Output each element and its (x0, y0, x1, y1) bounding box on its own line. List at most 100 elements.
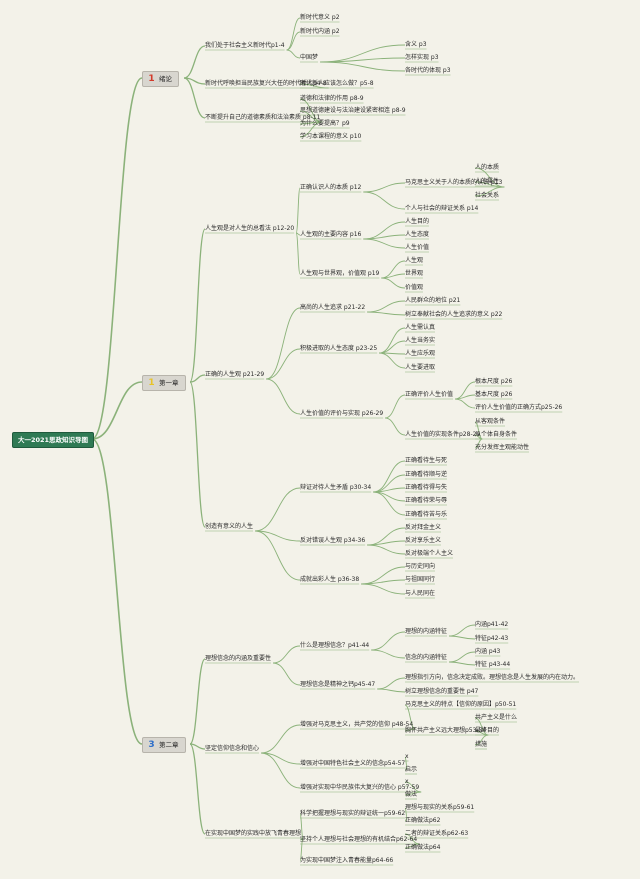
chapter-node-1[interactable]: 1 第一章 (142, 375, 186, 391)
chapter-node-intro[interactable]: 1 绪论 (142, 71, 179, 87)
topic-node-level-3[interactable]: 人生应乐观 (405, 350, 436, 357)
topic-node-level-4[interactable]: 最终目的 (475, 727, 500, 734)
topic-node-level-1[interactable]: 不断提升自己的道德素质和法治素质 p8-11 (205, 114, 321, 121)
topic-node-level-2[interactable]: 增强对马克思主义，共产党的信仰 p48-54 (300, 721, 414, 728)
topic-node-level-2[interactable]: 辩证对待人生矛盾 p30-34 (300, 484, 372, 491)
topic-node-level-1[interactable]: 人生观是对人生的总看法 p12-20 (205, 225, 295, 232)
topic-node-level-3[interactable]: 马克思主义关于人的本质的认识 p13 (405, 179, 503, 186)
topic-node-level-2[interactable]: 增强对实现中华民族伟大复兴的信心 p57-59 (300, 784, 420, 791)
topic-node-level-1[interactable]: 理想信念的内涵及重要性 (205, 655, 272, 662)
topic-node-level-3[interactable]: 人生价值 (405, 244, 430, 251)
topic-node-level-2[interactable]: 科学把握理想与现实的辩证统一p59-62 (300, 810, 406, 817)
topic-node-level-3[interactable]: x (405, 778, 409, 785)
topic-node-level-2[interactable]: 道德和法律的作用 p8-9 (300, 95, 364, 102)
topic-node-level-2[interactable]: 理想信念是精神之钙p45-47 (300, 681, 376, 688)
topic-node-level-4[interactable]: 措施 (475, 741, 488, 748)
topic-node-level-2[interactable]: 为实现中国梦注入青春能量p64-66 (300, 857, 394, 864)
topic-node-level-2[interactable]: 坚持个人理想与社会理想的有机结合p62-64 (300, 836, 418, 843)
topic-node-level-4[interactable]: 评价人生价值的正确方式p25-26 (475, 404, 563, 411)
topic-node-level-3[interactable]: 个人与社会的辩证关系 p14 (405, 205, 479, 212)
topic-node-level-3[interactable]: x (405, 753, 409, 760)
topic-node-level-3[interactable]: 人生观 (405, 257, 424, 264)
topic-node-level-4[interactable]: 充分发挥主观能动性 (475, 444, 530, 451)
topic-node-level-3[interactable]: 正确看待荣与辱 (405, 497, 448, 504)
topic-node-level-1[interactable]: 坚定信仰信念和信心 (205, 745, 260, 752)
topic-node-level-2[interactable]: 人生观的主要内容 p16 (300, 231, 362, 238)
topic-node-level-3[interactable]: 树立理想信念的重要性 p47 (405, 688, 479, 695)
topic-node-level-3[interactable]: 与人民同在 (405, 590, 436, 597)
topic-node-level-3[interactable]: 与祖国同行 (405, 576, 436, 583)
topic-node-level-3[interactable]: 各时代的体现 p3 (405, 67, 451, 74)
topic-node-level-3[interactable]: 人生价值的实现条件p28-29 (405, 431, 481, 438)
chapter-node-2[interactable]: 3 第二章 (142, 737, 186, 753)
topic-node-level-2[interactable]: 人生价值的评价与实现 p26-29 (300, 410, 384, 417)
topic-node-level-1[interactable]: 我们处于社会主义新时代p1-4 (205, 42, 285, 49)
topic-node-level-1[interactable]: 新时代呼唤担当民族复兴大任的时代新人p4-8 (205, 80, 327, 87)
topic-node-level-4[interactable]: 从客观条件 (475, 418, 506, 425)
topic-node-level-2[interactable]: 人生观与世界观，价值观 p19 (300, 270, 380, 277)
topic-node-level-3[interactable]: 正确看待得与失 (405, 484, 448, 491)
topic-node-level-2[interactable]: 什么是理想信念？p41-44 (300, 642, 370, 649)
topic-node-level-3[interactable]: 人生目的 (405, 218, 430, 225)
topic-node-level-2[interactable]: 学习本课程的意义 p10 (300, 133, 362, 140)
topic-node-level-3[interactable]: 正确看待生与死 (405, 457, 448, 464)
topic-node-level-3[interactable]: 反对享乐主义 (405, 537, 442, 544)
topic-node-level-3[interactable]: 理想与现实的关系p59-61 (405, 804, 475, 811)
topic-node-level-3[interactable]: 启示 (405, 766, 418, 773)
topic-node-level-2[interactable]: 中国梦 (300, 54, 319, 61)
topic-node-level-3[interactable]: 正确看待苦与乐 (405, 511, 448, 518)
topic-node-level-2[interactable]: 成就出彩人生 p36-38 (300, 576, 360, 583)
topic-node-level-3[interactable]: 人生需认真 (405, 324, 436, 331)
topic-node-level-3[interactable]: 马克思主义的特点【信仰的原因】p50-51 (405, 701, 517, 708)
topic-node-level-4[interactable]: 内涵p41-42 (475, 621, 509, 628)
topic-node-level-4[interactable]: 人的本质 (475, 164, 500, 171)
topic-node-level-3[interactable]: 反对拜金主义 (405, 524, 442, 531)
topic-node-level-4[interactable]: 人的属性 (475, 178, 500, 185)
topic-node-level-3[interactable]: 信念的内涵特征 (405, 654, 448, 661)
topic-node-level-3[interactable]: 正确评价人生价值 (405, 391, 454, 398)
topic-node-level-2[interactable]: 正确认识人的本质 p12 (300, 184, 362, 191)
topic-node-level-3[interactable]: 做法 (405, 791, 418, 798)
topic-node-level-4[interactable]: 特征 p43-44 (475, 661, 511, 668)
topic-node-level-4[interactable]: 内涵 p43 (475, 648, 501, 655)
topic-node-level-3[interactable]: 理想的内涵特征 (405, 628, 448, 635)
topic-node-level-2[interactable]: 为什么要提高？p9 (300, 120, 350, 127)
topic-node-level-3[interactable]: 世界观 (405, 270, 424, 277)
topic-node-level-2[interactable]: 时代新人应该怎么做？p5-8 (300, 80, 374, 87)
topic-node-level-4[interactable]: 社会关系 (475, 192, 500, 199)
topic-node-level-3[interactable]: 人生要进取 (405, 364, 436, 371)
topic-node-level-3[interactable]: 胸怀共产主义远大理想p53-54 (405, 727, 487, 734)
topic-node-level-4[interactable]: 特征p42-43 (475, 635, 509, 642)
topic-node-level-1[interactable]: 正确的人生观 p21-29 (205, 371, 265, 378)
topic-node-level-2[interactable]: 新时代内涵 p2 (300, 28, 340, 35)
topic-node-level-1[interactable]: 在实现中国梦的实践中放飞青春理想 (205, 830, 302, 837)
topic-node-level-2[interactable]: 增强对中国特色社会主义的信念p54-57 (300, 760, 406, 767)
topic-node-level-4[interactable]: 基本尺度 p26 (475, 391, 513, 398)
connector-line (454, 381, 476, 400)
topic-node-level-2[interactable]: 反对错误人生观 p34-36 (300, 537, 366, 544)
topic-node-level-2[interactable]: 思想道德建设与法治建设紧密相连 p8-9 (300, 107, 406, 114)
topic-node-level-1[interactable]: 创造有意义的人生 (205, 523, 254, 530)
topic-node-level-3[interactable]: 正确看待顺与逆 (405, 471, 448, 478)
topic-node-level-3[interactable]: 正确做法p62 (405, 817, 441, 824)
topic-node-level-3[interactable]: 理想指引方向，信念决定成败。理想信念是人生发展的内在动力。 (405, 674, 580, 681)
topic-node-level-3[interactable]: 反对极端个人主义 (405, 550, 454, 557)
topic-node-level-3[interactable]: 价值观 (405, 284, 424, 291)
topic-node-level-2[interactable]: 积极进取的人生态度 p23-25 (300, 345, 378, 352)
topic-node-level-3[interactable]: 怎样实现 p3 (405, 54, 439, 61)
topic-node-level-3[interactable]: 人民群众的地位 p21 (405, 297, 461, 304)
connector-line (367, 527, 406, 546)
topic-node-level-4[interactable]: 共产主义是什么 (475, 714, 518, 721)
topic-node-level-3[interactable]: 人生当务实 (405, 337, 436, 344)
topic-node-level-3[interactable]: 人生态度 (405, 231, 430, 238)
topic-node-level-3[interactable]: 含义 p3 (405, 41, 427, 48)
topic-node-level-3[interactable]: 与历史同向 (405, 563, 436, 570)
topic-node-level-2[interactable]: 新时代意义 p2 (300, 14, 340, 21)
topic-node-level-4[interactable]: 根本尺度 p26 (475, 378, 513, 385)
topic-node-level-3[interactable]: 二者的辩证关系p62-63 (405, 830, 469, 837)
root-node[interactable]: 大一2021思政知识导图 (12, 432, 94, 448)
topic-node-level-2[interactable]: 高尚的人生追求 p21-22 (300, 304, 366, 311)
topic-node-level-4[interactable]: 从个体自身条件 (475, 431, 518, 438)
topic-node-level-3[interactable]: 树立奉献社会的人生追求的意义 p22 (405, 311, 503, 318)
topic-node-level-3[interactable]: 正确做法p64 (405, 844, 441, 851)
